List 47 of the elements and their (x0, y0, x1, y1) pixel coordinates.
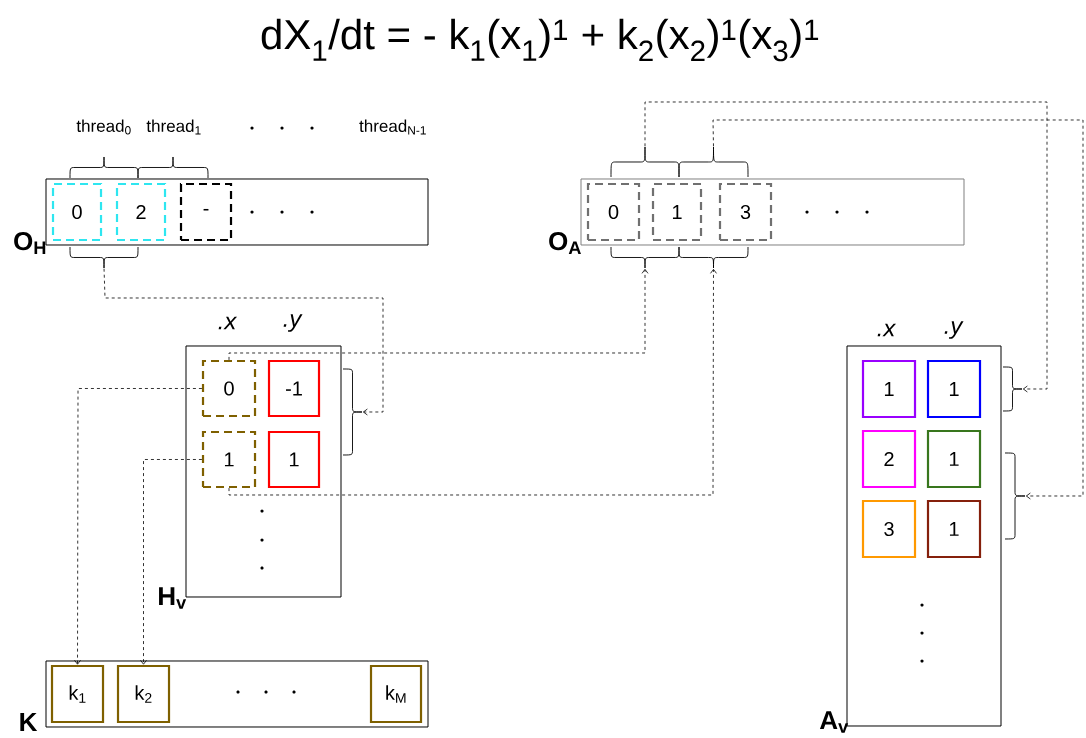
brace (342, 368, 363, 456)
value-cell: 2 (115, 182, 167, 242)
arrow (228, 268, 717, 496)
column-header: .x (877, 323, 897, 337)
equation-title: dX$_{1}$/dt = - k$_{1}$(x$_{1}$)$^{1}$ + k$_{2}$(x$_{2}$)$^{1}$(x$_{3}$)$^{1}$ (261, 18, 819, 62)
value-cell: 0 (586, 182, 641, 242)
array-name: A$_{v}$ (819, 711, 849, 733)
arrow (228, 268, 649, 361)
thread-label: thread$_{0}$ (76, 119, 131, 135)
value-cell: 3 (718, 182, 773, 242)
value-cell: 1 (651, 182, 703, 242)
value-cell: 0 (51, 182, 103, 242)
value-cell: 3 (861, 499, 917, 559)
brace (678, 246, 749, 269)
value-cell: k$_{2}$ (116, 664, 171, 724)
arrow (644, 101, 1048, 393)
value-cell: 1 (267, 430, 321, 489)
thread-label: thread$_{1}$ (146, 119, 201, 135)
value-cell: 0 (201, 359, 257, 418)
brace (1002, 366, 1023, 412)
brace (610, 246, 680, 269)
arrow (140, 459, 203, 665)
arrow (712, 119, 1084, 500)
value-cell: 1 (926, 359, 982, 419)
thread-label: thread$_{N-1}$ (359, 119, 426, 135)
array-name: K (20, 713, 38, 731)
brace (1004, 452, 1026, 540)
value-cell: k$_{1}$ (50, 664, 105, 724)
value-cell: k$_{M}$ (369, 664, 423, 724)
value-cell: 1 (926, 499, 982, 559)
arrow (74, 388, 203, 665)
column-header: .y (283, 314, 303, 332)
brace (69, 246, 139, 269)
value-cell: 2 (861, 429, 917, 489)
array-name: O$_{H}$ (14, 231, 46, 255)
arrow (103, 268, 384, 416)
value-cell: -1 (267, 359, 321, 418)
column-header: .x (218, 316, 238, 330)
value-cell: - (179, 182, 233, 242)
column-header: .y (944, 321, 964, 339)
brace (678, 146, 749, 178)
value-cell: 1 (201, 430, 257, 489)
value-cell: 1 (926, 429, 982, 489)
array-name: H$_{v}$ (159, 587, 187, 609)
value-cell: 1 (861, 359, 917, 419)
array-name: O$_{A}$ (549, 231, 581, 255)
brace (610, 146, 680, 178)
